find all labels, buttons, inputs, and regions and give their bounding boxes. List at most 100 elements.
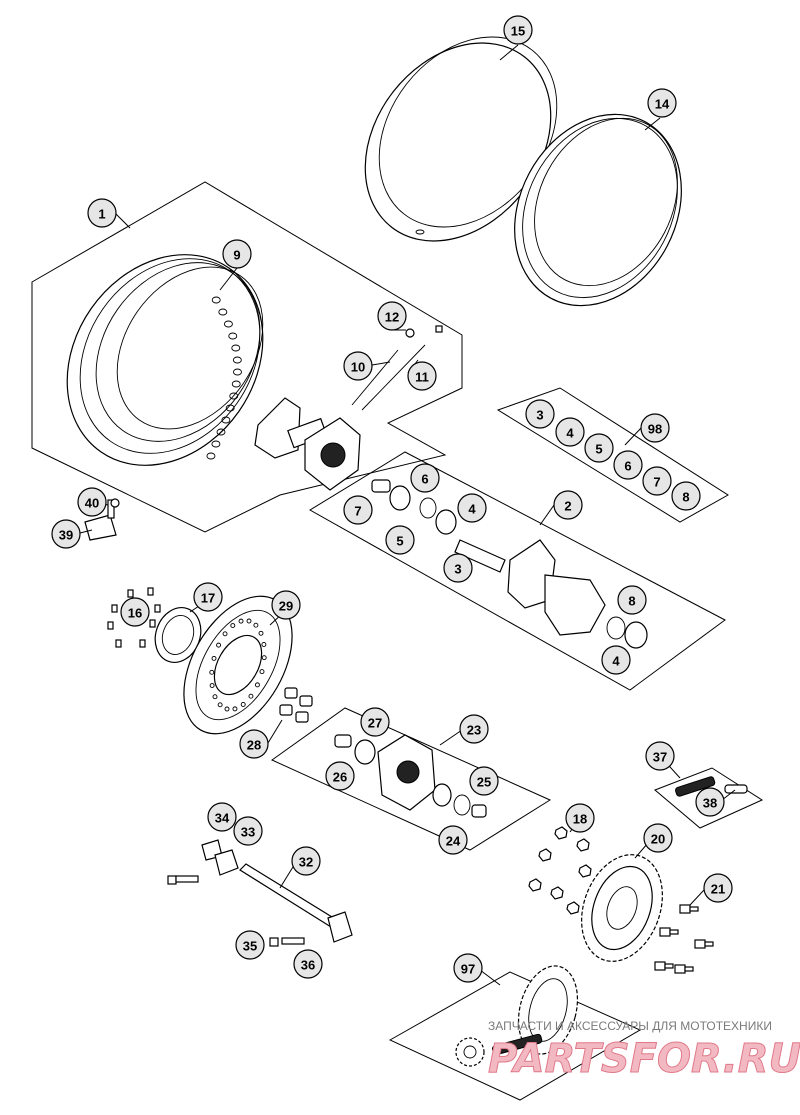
- svg-text:14: 14: [655, 97, 670, 112]
- callout-36-main: 36: [293, 949, 323, 979]
- chain-part-37-38: [675, 776, 748, 797]
- svg-text:7: 7: [354, 504, 361, 519]
- callout-35-main: 35: [235, 930, 265, 960]
- callout-5-kit98-2: 5: [584, 433, 614, 463]
- watermark: ЗАПЧАСТИ И АКСЕССУАРЫ ДЛЯ МОТОТЕХНИКИ PA…: [488, 1019, 800, 1083]
- callout-4-kit98-1: 4: [555, 417, 585, 447]
- svg-text:32: 32: [299, 855, 313, 870]
- svg-text:98: 98: [648, 422, 662, 437]
- assembly-frame-1: [31, 181, 463, 533]
- rim-band-part-14: [514, 113, 682, 307]
- callout-12-main: 12: [377, 301, 407, 331]
- svg-text:4: 4: [468, 502, 476, 517]
- callout-18-main: 18: [565, 803, 595, 833]
- watermark-logo: PARTSFOR.RU: [488, 1036, 800, 1082]
- svg-text:28: 28: [247, 738, 261, 753]
- svg-text:3: 3: [536, 408, 543, 423]
- callout-3-kit98-0: 3: [525, 399, 555, 429]
- callout-25-main: 25: [469, 766, 499, 796]
- wheel-rim-part-9: [66, 254, 264, 466]
- svg-text:12: 12: [385, 310, 399, 325]
- svg-text:37: 37: [653, 750, 667, 765]
- callout-15-main: 15: [503, 15, 533, 45]
- svg-text:39: 39: [59, 528, 73, 543]
- svg-text:5: 5: [595, 442, 602, 457]
- svg-text:36: 36: [301, 958, 315, 973]
- svg-text:3: 3: [454, 562, 461, 577]
- svg-text:5: 5: [396, 534, 403, 549]
- spoke-parts: [351, 325, 443, 411]
- callout-32-main: 32: [291, 846, 321, 876]
- carrier-part-17: [154, 607, 202, 663]
- svg-text:2: 2: [564, 499, 571, 514]
- assembly-frame-23: [271, 707, 552, 851]
- callout-97-main: 97: [453, 953, 483, 983]
- brake-disc-part-29: [183, 595, 293, 735]
- tire-part-15: [364, 36, 558, 242]
- svg-text:38: 38: [703, 796, 717, 811]
- callout-1-main: 1: [87, 198, 117, 228]
- callout-4-main: 4: [457, 493, 487, 523]
- svg-text:9: 9: [233, 248, 240, 263]
- callout-17-main: 17: [193, 582, 223, 612]
- callout-14-main: 14: [647, 88, 677, 118]
- assembly-frame-2: [309, 451, 726, 691]
- callout-7-kit98-4: 7: [642, 466, 672, 496]
- svg-text:24: 24: [446, 834, 461, 849]
- callout-34-main: 34: [207, 802, 237, 832]
- callout-39-main: 39: [51, 519, 81, 549]
- callout-40-main: 40: [77, 487, 107, 517]
- hub-assembly-parts-2: [371, 479, 648, 649]
- axle-parts-32-36: [167, 839, 353, 947]
- svg-text:17: 17: [201, 591, 215, 606]
- callout-38-main: 38: [695, 787, 725, 817]
- callout-24-main: 24: [438, 825, 468, 855]
- svg-text:1: 1: [98, 207, 105, 222]
- svg-text:4: 4: [566, 426, 574, 441]
- kit-frame-98: [496, 387, 729, 523]
- bolts-part-21: [654, 904, 714, 974]
- callout-6-kit98-3: 6: [613, 450, 643, 480]
- callout-6-main: 6: [410, 463, 440, 493]
- svg-text:6: 6: [624, 459, 631, 474]
- callout-16-main: 16: [120, 597, 150, 627]
- svg-text:23: 23: [467, 723, 481, 738]
- svg-text:8: 8: [682, 490, 689, 505]
- valve-part-39-40: [84, 498, 120, 541]
- nuts-part-18: [528, 826, 592, 915]
- svg-text:97: 97: [461, 962, 475, 977]
- svg-text:21: 21: [711, 882, 725, 897]
- svg-text:6: 6: [421, 472, 428, 487]
- svg-text:15: 15: [511, 24, 525, 39]
- sprocket-carrier-parts-23: [334, 734, 487, 818]
- svg-text:18: 18: [573, 812, 587, 827]
- callout-27-main: 27: [360, 707, 390, 737]
- callout-33-main: 33: [233, 816, 263, 846]
- svg-text:25: 25: [477, 775, 491, 790]
- svg-text:29: 29: [279, 599, 293, 614]
- svg-text:16: 16: [128, 606, 142, 621]
- callout-9-main: 9: [222, 239, 252, 269]
- svg-text:4: 4: [612, 654, 620, 669]
- svg-text:40: 40: [85, 496, 99, 511]
- svg-text:27: 27: [368, 716, 382, 731]
- callout-2-main: 2: [553, 490, 583, 520]
- svg-text:35: 35: [243, 939, 257, 954]
- svg-text:7: 7: [653, 475, 660, 490]
- damper-part-28: [279, 687, 313, 723]
- hub-part: [254, 397, 361, 491]
- callout-4-kit2-6: 4: [601, 645, 631, 675]
- callout-7-main: 7: [343, 495, 373, 525]
- svg-text:20: 20: [651, 832, 665, 847]
- svg-text:10: 10: [351, 360, 365, 375]
- chain-kit-part-97: [455, 965, 579, 1067]
- callout-23-main: 23: [459, 714, 489, 744]
- callout-20-main: 20: [643, 823, 673, 853]
- callout-8-kit98-5: 8: [671, 481, 701, 511]
- sprocket-part-20: [581, 854, 663, 962]
- svg-text:8: 8: [628, 594, 635, 609]
- svg-text:34: 34: [215, 811, 230, 826]
- callout-29-main: 29: [271, 590, 301, 620]
- watermark-caption: ЗАПЧАСТИ И АКСЕССУАРЫ ДЛЯ МОТОТЕХНИКИ: [488, 1019, 772, 1033]
